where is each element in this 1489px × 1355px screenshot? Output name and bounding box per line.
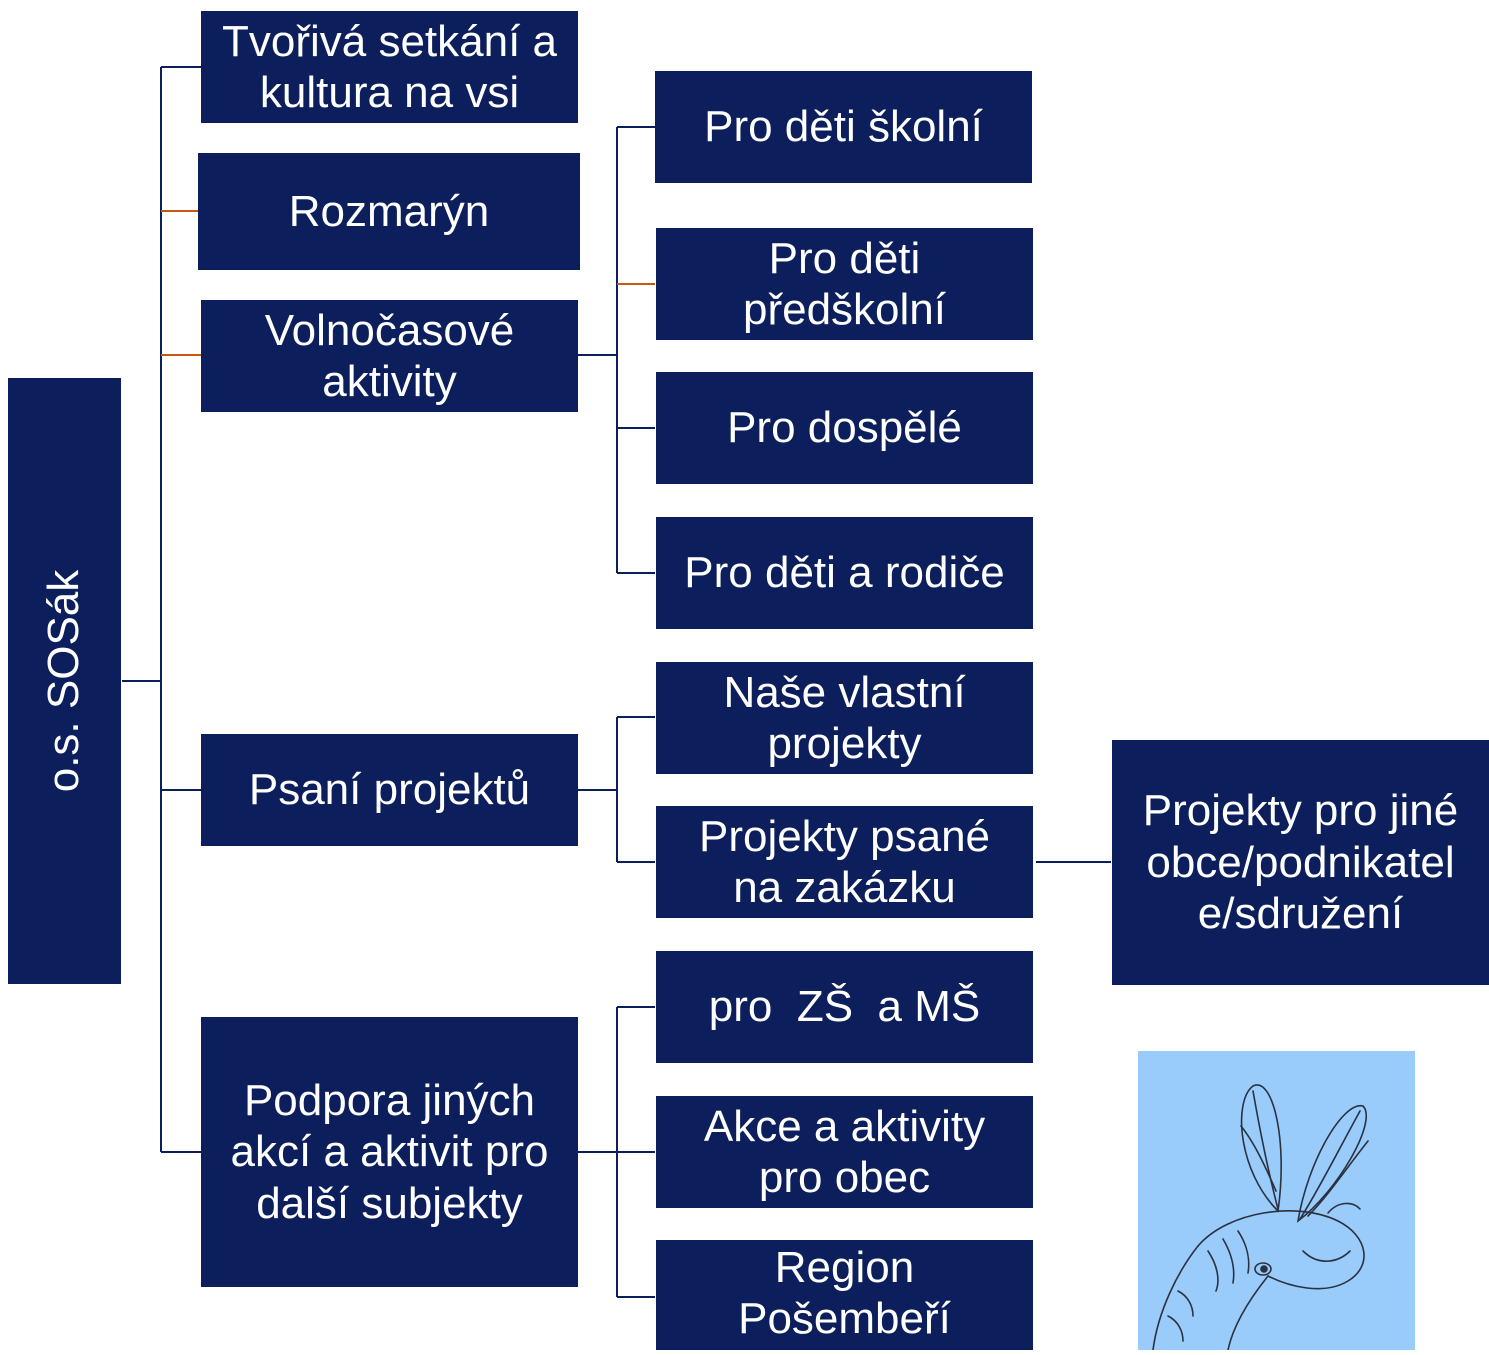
node-nase-vlastni-projekty: Naše vlastní projekty [656, 662, 1033, 774]
node-label: Pro děti předškolní [742, 233, 946, 334]
node-projekty-pro-jine-obce: Projekty pro jiné obce/podnikatel e/sdru… [1112, 740, 1489, 985]
node-volnocasove-aktivity: Volnočasové aktivity [201, 300, 578, 412]
node-label: Projekty psané na zakázku [698, 811, 991, 912]
node-pro-deti-predskolni: Pro děti předškolní [656, 228, 1033, 340]
mascot-illustration [1138, 1051, 1415, 1351]
node-rozmaryn: Rozmarýn [198, 153, 580, 270]
node-label: Naše vlastní projekty [723, 667, 966, 768]
node-projekty-psane-na-zakazku: Projekty psané na zakázku [656, 806, 1033, 918]
node-label: Tvořivá setkání a kultura na vsi [221, 16, 558, 117]
node-label: Psaní projektů [248, 765, 531, 815]
node-label: Region Pošembeří [738, 1243, 951, 1344]
node-pro-zs-a-ms: pro ZŠ a MŠ [656, 951, 1033, 1063]
mascot-sketch-icon [1152, 1084, 1369, 1351]
node-pro-deti-skolni: Pro děti školní [655, 71, 1032, 183]
root-node [8, 378, 121, 984]
node-akce-a-aktivity-pro-obec: Akce a aktivity pro obec [656, 1096, 1033, 1208]
node-pro-dospele: Pro dospělé [656, 372, 1033, 484]
node-pro-deti-a-rodice: Pro děti a rodiče [656, 517, 1033, 629]
node-label: Pro dospělé [727, 403, 962, 453]
node-psani-projektu: Psaní projektů [201, 734, 578, 846]
node-podpora-jinych-akci: Podpora jiných akcí a aktivit pro další … [201, 1017, 578, 1287]
node-label: Pro děti školní [704, 102, 983, 152]
node-label: Akce a aktivity pro obec [703, 1101, 986, 1202]
node-label: Volnočasové aktivity [264, 305, 515, 406]
node-label: Projekty pro jiné obce/podnikatel e/sdru… [1142, 786, 1459, 939]
node-region-posemberi: Region Pošembeří [656, 1240, 1033, 1350]
root-node-label: o.s. SOSák [39, 569, 88, 793]
node-label: Rozmarýn [288, 186, 490, 236]
node-label: Pro děti a rodiče [684, 548, 1005, 598]
node-label: Podpora jiných akcí a aktivit pro další … [230, 1075, 549, 1228]
node-tvoriva-setkani: Tvořivá setkání a kultura na vsi [201, 11, 578, 123]
node-label: pro ZŠ a MŠ [708, 982, 981, 1032]
